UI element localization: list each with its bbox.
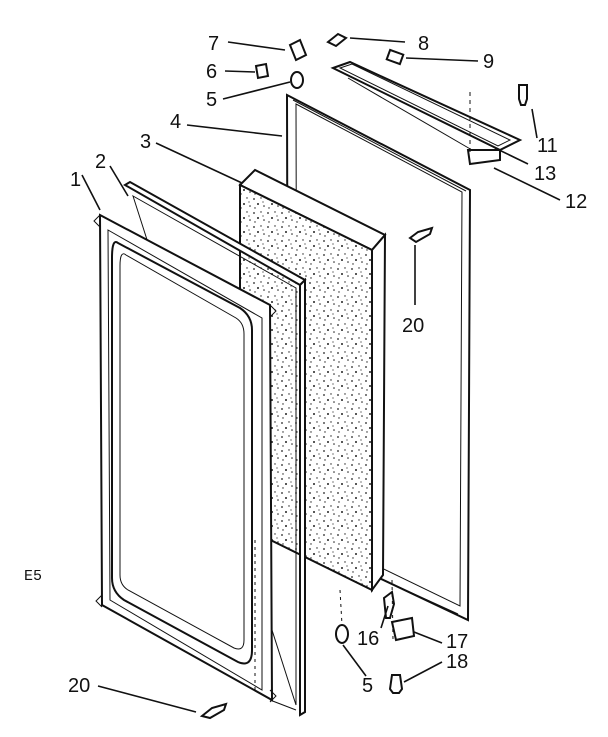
callout-3: 3: [140, 131, 151, 153]
callout-8: 8: [418, 33, 429, 55]
callout-4: 4: [170, 111, 181, 133]
callout-20-right: 20: [402, 315, 424, 337]
top-channel-part: [330, 60, 523, 166]
callout-5-bottom: 5: [362, 675, 373, 697]
clip-6-part: [254, 62, 270, 80]
callout-9: 9: [483, 51, 494, 73]
callout-7: 7: [208, 33, 219, 55]
leader-lines: [81, 37, 561, 713]
callout-18: 18: [446, 651, 468, 673]
screw-20-right-part: [408, 226, 434, 244]
callout-17: 17: [446, 631, 468, 653]
hinge-17-part: [390, 616, 416, 642]
bracket-7-part: [288, 38, 308, 62]
screw-18-part: [388, 674, 404, 694]
bushing-5-bottom-part: [335, 624, 349, 644]
callout-13: 13: [534, 163, 556, 185]
callout-1: 1: [70, 169, 81, 191]
screw-20-bottom-part: [199, 702, 228, 720]
bushing-5-top-part: [290, 71, 304, 89]
callout-12: 12: [565, 191, 587, 213]
callout-2: 2: [95, 151, 106, 173]
callout-5-top: 5: [206, 89, 217, 111]
alignment-guides: [254, 540, 394, 690]
callout-labels: 7 6 5 4 3 2 1 8 9 11 13 12 20 16 17 18 5…: [24, 33, 587, 697]
reference-label: E5: [24, 568, 42, 585]
callout-20-bottom: 20: [68, 675, 90, 697]
screw-8-part: [326, 32, 348, 48]
callout-11: 11: [537, 135, 558, 157]
screw-11-part: [518, 84, 528, 106]
outer-door-part: [93, 213, 277, 703]
callout-6: 6: [206, 61, 217, 83]
callout-16: 16: [357, 628, 379, 650]
door-gasket-part: [123, 180, 307, 717]
block-9-part: [385, 48, 405, 66]
